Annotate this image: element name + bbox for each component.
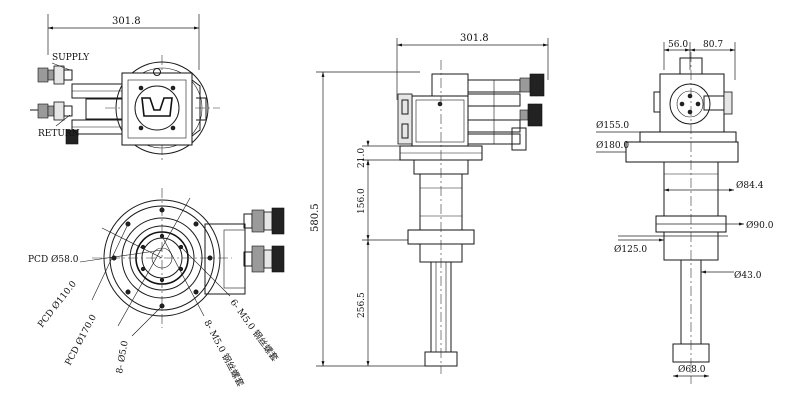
hole-8-d5-label: 8- Ø5.0 bbox=[114, 340, 131, 375]
d68-label: Ø68.0 bbox=[678, 364, 706, 375]
return-label: RETURN bbox=[38, 129, 80, 139]
pcd-110-label: PCD Ø110.0 bbox=[36, 279, 79, 330]
dim-156: 156.0 bbox=[357, 188, 367, 214]
side-view: 56.0 80.7 Ø155.0 Ø180.0 Ø84.4 Ø90.0 Ø125… bbox=[596, 40, 774, 384]
dim-21: 21.0 bbox=[357, 148, 367, 168]
d180-label: Ø180.0 bbox=[596, 140, 629, 151]
dim-256-5: 256.5 bbox=[357, 292, 367, 318]
d90-label: Ø90.0 bbox=[746, 220, 774, 231]
screw-8-m5-label: 8- M5.0 钢丝螺套 bbox=[201, 318, 246, 389]
d125-label: Ø125.0 bbox=[614, 244, 647, 255]
dim-56: 56.0 bbox=[668, 40, 688, 50]
dim-80-7: 80.7 bbox=[703, 40, 723, 50]
top-view: 301.8 SUPPLY bbox=[30, 14, 220, 162]
front-width-dim: 301.8 bbox=[460, 33, 489, 44]
pcd-170-label: PCD Ø170.0 bbox=[63, 312, 99, 367]
d84-4-label: Ø84.4 bbox=[736, 180, 764, 191]
bottom-view: PCD Ø58.0 PCD Ø110.0 PCD Ø170.0 8- Ø5.0 … bbox=[28, 188, 285, 389]
front-view: 301.8 580.5 21.0 156.0 256.5 bbox=[310, 33, 549, 374]
d155-label: Ø155.0 bbox=[596, 120, 629, 131]
screw-6-m5-label: 6- M5.0 钢丝螺套 bbox=[228, 297, 281, 364]
d43-label: Ø43.0 bbox=[734, 270, 762, 281]
top-width-dim: 301.8 bbox=[112, 16, 141, 27]
supply-label: SUPPLY bbox=[52, 53, 90, 63]
pcd-58-label: PCD Ø58.0 bbox=[28, 254, 79, 265]
total-height-dim: 580.5 bbox=[310, 203, 321, 232]
